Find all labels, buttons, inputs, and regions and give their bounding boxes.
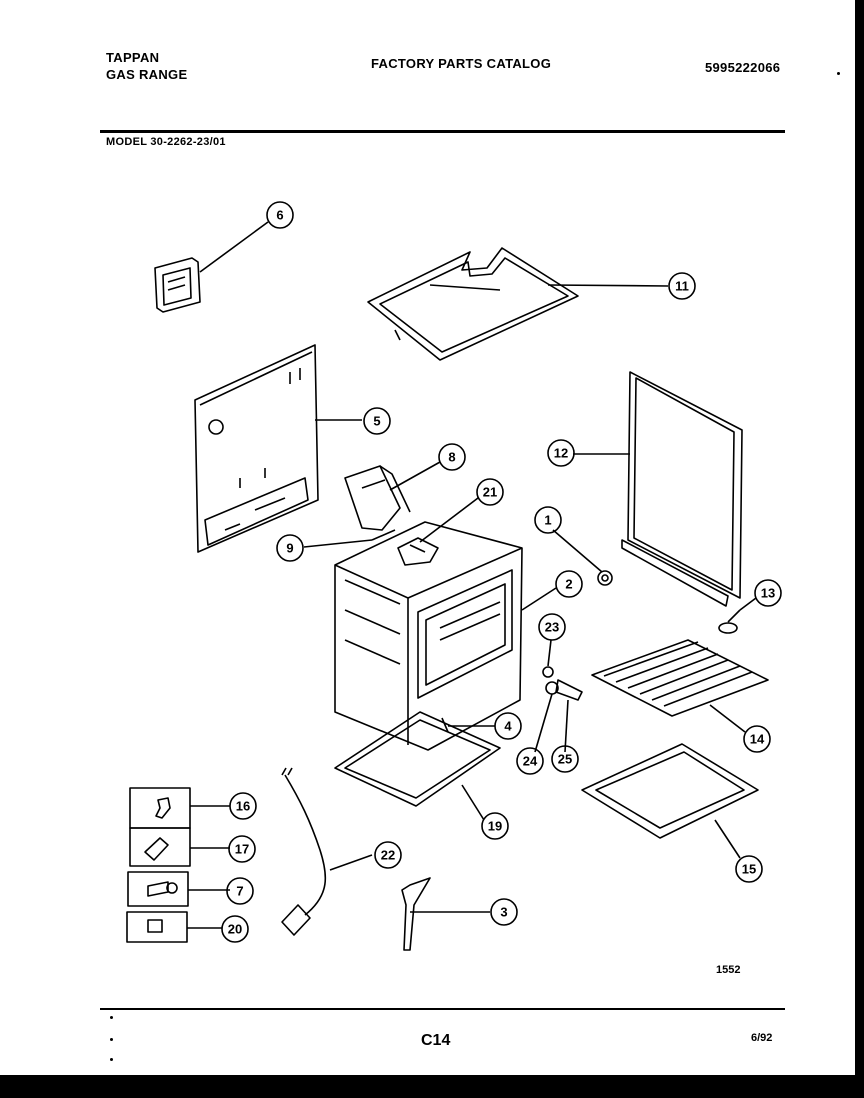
part-12-door-frame: [621, 371, 743, 607]
scan-speck: [110, 1016, 113, 1019]
part-13-bushing: [718, 609, 741, 634]
part-16-box: [129, 787, 191, 829]
callout-12: 12: [554, 446, 568, 461]
callout-4: 4: [504, 719, 512, 734]
header-rule: [100, 130, 785, 133]
callout-8: 8: [448, 450, 455, 465]
page-number: C14: [421, 1032, 451, 1049]
callout-5: 5: [373, 414, 380, 429]
part-21-burner-valve: [397, 537, 439, 566]
callout-circles: [221, 201, 782, 943]
callout-9: 9: [286, 541, 293, 556]
part-8-duct: [344, 465, 411, 531]
leader-6: [199, 221, 269, 273]
callout-11: 11: [675, 279, 689, 294]
scan-speck: [110, 1058, 113, 1061]
part-3-igniter: [401, 877, 431, 951]
part-number: 5995222066: [705, 60, 781, 75]
part-11-top-panel: [367, 247, 579, 361]
callout-17: 17: [235, 842, 249, 857]
part-9-clip: [371, 529, 396, 541]
callout-14: 14: [750, 732, 765, 747]
callout-19: 19: [488, 819, 502, 834]
leader-25: [564, 699, 569, 753]
callout-21: 21: [483, 485, 497, 500]
callout-25: 25: [558, 752, 572, 767]
callout-23: 23: [545, 620, 559, 635]
part-14-oven-rack: [591, 639, 769, 717]
part-19-bottom-panel: [334, 711, 501, 807]
callout-7: 7: [236, 884, 243, 899]
part-6-bracket: [154, 257, 201, 313]
leader-21: [419, 497, 479, 543]
scan-border-bottom: [0, 1075, 864, 1098]
scan-speck: [110, 1038, 113, 1041]
footer-rule: [100, 1008, 785, 1010]
part-2-oven-body: [334, 521, 523, 751]
leader-22: [329, 854, 373, 871]
callout-1: 1: [544, 513, 551, 528]
leader-9: [303, 539, 373, 548]
catalog-title: FACTORY PARTS CATALOG: [371, 56, 552, 71]
leader-19: [461, 784, 485, 821]
part-15-broiler-pan: [581, 743, 759, 839]
part-7-box: [127, 871, 189, 907]
leader-24: [534, 693, 553, 753]
leader-13: [739, 597, 757, 611]
leader-14: [709, 704, 746, 733]
callout-20: 20: [228, 922, 242, 937]
callout-15: 15: [742, 862, 756, 877]
part-22-power-cord: [281, 767, 327, 936]
part-1-knob: [597, 570, 613, 586]
callout-24: 24: [523, 754, 538, 769]
callout-22: 22: [381, 848, 395, 863]
callout-6: 6: [276, 208, 283, 223]
brand-name: TAPPAN: [106, 50, 160, 65]
model-number: MODEL 30-2262-23/01: [106, 136, 226, 148]
callout-3: 3: [500, 905, 507, 920]
leader-2: [521, 587, 557, 611]
part-23-24-25-orifice: [542, 666, 583, 701]
leader-11: [547, 284, 669, 287]
scan-speck: [837, 72, 840, 75]
callout-2: 2: [565, 577, 572, 592]
part-17-box: [129, 827, 191, 867]
leader-8: [389, 461, 441, 491]
catalog-date: 6/92: [751, 1032, 773, 1044]
leader-1: [552, 529, 603, 573]
leader-15: [714, 819, 741, 859]
callout-13: 13: [761, 586, 775, 601]
callout-16: 16: [236, 799, 250, 814]
part-4-pin: [441, 717, 449, 733]
figure-number: 1552: [716, 964, 741, 976]
scan-border-right: [855, 0, 864, 1098]
product-name: GAS RANGE: [106, 67, 188, 82]
part-5-side-panel: [194, 344, 319, 553]
part-20-box: [126, 911, 188, 943]
leader-23: [547, 639, 552, 667]
